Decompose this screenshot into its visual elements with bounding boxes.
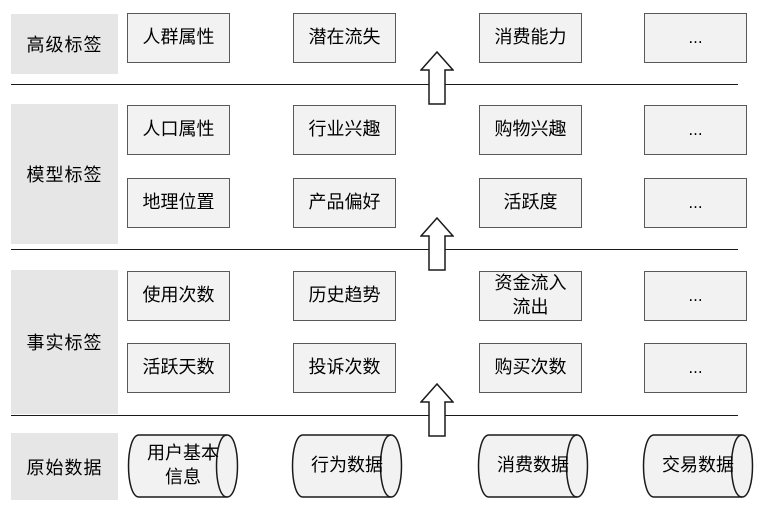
advanced-tag-box: 消费能力: [479, 13, 582, 63]
layer-divider: [11, 84, 738, 85]
raw-data-label: 交易数据: [662, 455, 734, 476]
raw-data-label: 用户基本 信息: [147, 443, 219, 488]
advanced-tag-box: ...: [644, 13, 747, 63]
fact-tag-box: 活跃天数: [127, 343, 230, 393]
fact-tag-box: ...: [644, 343, 747, 393]
up-arrow-icon: [420, 51, 454, 105]
layer-label-raw: 原始数据: [11, 433, 118, 500]
model-tag-box: ...: [644, 178, 747, 228]
model-tag-box: 人口属性: [127, 105, 230, 155]
up-arrow-icon: [420, 383, 454, 437]
cylinder-icon: [127, 434, 239, 498]
fact-tag-box: ...: [644, 271, 747, 321]
cylinder-icon: [291, 434, 403, 498]
layer-label-advanced: 高级标签: [11, 14, 118, 74]
raw-data-cylinder: 用户基本 信息: [127, 434, 239, 498]
model-tag-box: ...: [644, 105, 747, 155]
layer-divider: [11, 415, 738, 416]
model-tag-box: 产品偏好: [293, 178, 396, 228]
fact-tag-box: 使用次数: [127, 271, 230, 321]
fact-tag-box: 资金流入 流出: [479, 271, 582, 321]
raw-data-cylinder: 行为数据: [291, 434, 403, 498]
fact-tag-box: 购买次数: [479, 343, 582, 393]
fact-tag-box: 历史趋势: [293, 271, 396, 321]
fact-tag-box: 投诉次数: [293, 343, 396, 393]
layer-divider: [11, 249, 738, 250]
model-tag-box: 地理位置: [127, 178, 230, 228]
raw-data-cylinder: 交易数据: [642, 434, 754, 498]
raw-data-label: 消费数据: [497, 455, 569, 476]
layer-label-fact: 事实标签: [11, 270, 118, 414]
model-tag-box: 行业兴趣: [293, 105, 396, 155]
advanced-tag-box: 潜在流失: [293, 13, 396, 63]
advanced-tag-box: 人群属性: [127, 13, 230, 63]
raw-data-label: 行为数据: [311, 455, 383, 476]
cylinder-icon: [642, 434, 754, 498]
model-tag-box: 活跃度: [479, 178, 582, 228]
cylinder-icon: [477, 434, 589, 498]
up-arrow-icon: [420, 217, 454, 271]
model-tag-box: 购物兴趣: [479, 105, 582, 155]
raw-data-cylinder: 消费数据: [477, 434, 589, 498]
layer-label-model: 模型标签: [11, 104, 118, 244]
